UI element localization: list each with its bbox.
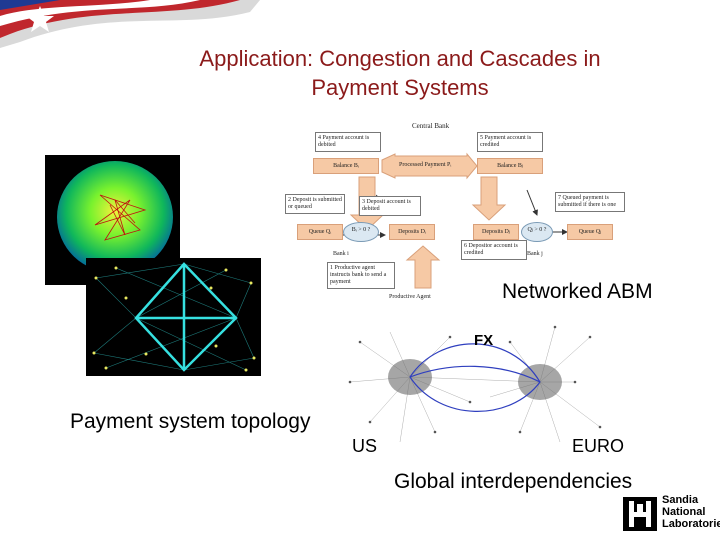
payment-flow-diagram: Central Bank 4 Payment account is debite… <box>277 120 657 302</box>
deposits-j-box: Deposits Dⱼ <box>473 224 519 240</box>
deposits-i-box: Deposits Dᵢ <box>389 224 435 240</box>
sandia-logo: Sandia National Laboratories <box>622 494 720 534</box>
diagram-arrows <box>336 152 568 289</box>
note-credited: 5 Payment account is credited <box>477 132 543 152</box>
global-interdependencies-label: Global interdependencies <box>394 470 633 493</box>
central-bank-label: Central Bank <box>412 122 450 130</box>
logo-line-1: Sandia <box>662 494 699 506</box>
queue-i-box: Queue Qᵢ <box>297 224 343 240</box>
title-line-1: Application: Congestion and Cascades in <box>199 46 601 71</box>
condition-j-node: Qⱼ > 0 ? <box>521 222 553 242</box>
flag-decoration <box>0 0 260 48</box>
thunderbird-icon <box>623 497 657 531</box>
logo-line-2: National <box>662 506 706 518</box>
global-network-graph <box>348 325 602 443</box>
networked-abm-label: Networked ABM <box>502 280 653 303</box>
note-deposit-credited: 6 Depositor account is credited <box>461 240 527 260</box>
balance-i-box: Balance Bᵢ <box>313 158 379 174</box>
note-deposit-debited: 3 Deposit account is debited <box>359 196 421 216</box>
note-queued-released: 7 Queued payment is submitted if there i… <box>555 192 625 212</box>
bank-j-label: Bank j <box>527 251 543 257</box>
productive-agent-label: Productive Agent <box>389 294 431 300</box>
queue-j-box: Queue Qⱼ <box>567 224 613 240</box>
payment-topology-label: Payment system topology <box>70 410 311 433</box>
condition-i-node: Bᵢ > 0 ? <box>343 222 379 242</box>
note-debited: 4 Payment account is debited <box>315 132 381 152</box>
network-topology-image <box>86 258 261 376</box>
bank-i-label: Bank i <box>333 251 349 257</box>
note-submitted: 2 Deposit is submitted or queued <box>285 194 345 214</box>
note-agent: 1 Productive agent instructs bank to sen… <box>327 262 395 289</box>
slide-title: Application: Congestion and Cascades in … <box>150 44 650 102</box>
logo-line-3: Laboratories <box>662 518 720 530</box>
balance-j-box: Balance Bⱼ <box>477 158 543 174</box>
processed-payment-label: Processed Payment Pᵢ <box>399 162 452 168</box>
title-line-2: Payment Systems <box>311 75 489 100</box>
fx-label: FX <box>474 332 494 349</box>
euro-label: EURO <box>572 436 625 456</box>
us-label: US <box>352 436 378 456</box>
